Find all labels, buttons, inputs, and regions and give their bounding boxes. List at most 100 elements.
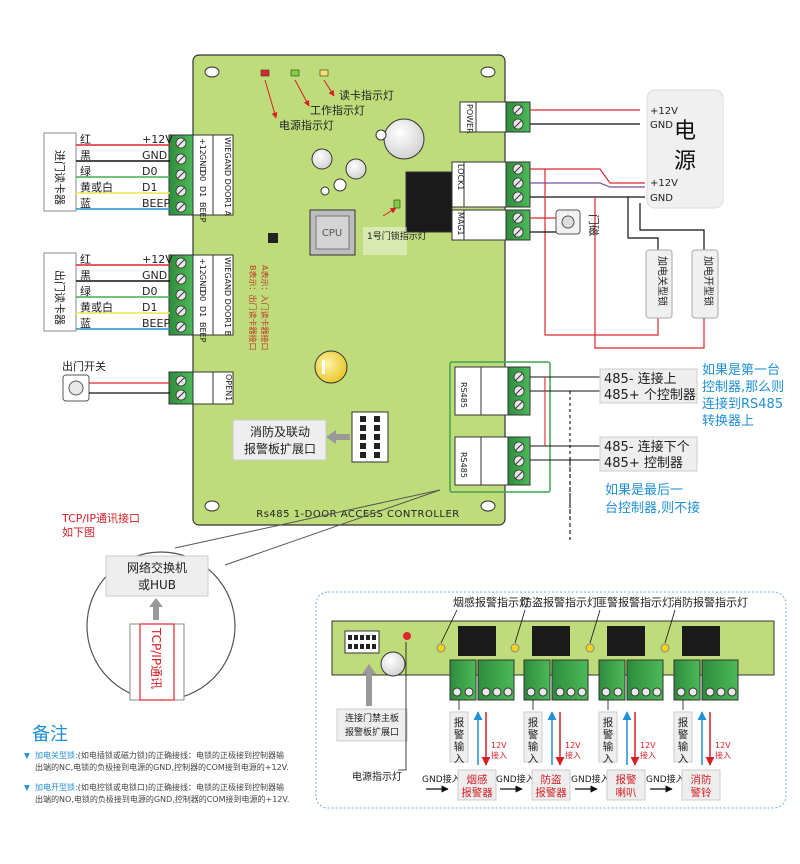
terminal-screw [503, 687, 513, 697]
alarm-input-char: 警 [528, 728, 539, 741]
alarm-device-box [606, 769, 646, 801]
header-pin [360, 434, 366, 440]
alarm-input-char: 报 [603, 716, 614, 729]
v12-label: 12V [715, 741, 731, 750]
terminal-screw [652, 687, 662, 697]
alarm-relay [532, 626, 570, 656]
svg-text:1号门锁指示灯: 1号门锁指示灯 [367, 230, 427, 242]
svg-text:OPEN1: OPEN1 [224, 374, 233, 401]
header-pin [360, 635, 364, 640]
svg-text:WIEGAND DOOR1 A: WIEGAND DOOR1 A [223, 137, 232, 217]
svg-text:RS485: RS485 [459, 382, 468, 408]
svg-text:LOCK1: LOCK1 [456, 164, 465, 190]
wire-signal-label: D0 [142, 285, 157, 298]
wire-color-label: 红 [80, 253, 91, 266]
svg-text:GND: GND [650, 193, 673, 204]
svg-text:▼: ▼ [24, 751, 30, 760]
wire-signal-label: GND [142, 149, 167, 162]
svg-text:出端的NC,电锁的负极接到电源的GND,控制器的COM接到电: 出端的NC,电锁的负极接到电源的GND,控制器的COM接到电源的+12V. [35, 762, 289, 772]
svg-text:CPU: CPU [322, 228, 342, 239]
alarm-input-box [673, 711, 693, 763]
header-pin [360, 425, 366, 431]
svg-text:485- 连接上: 485- 连接上 [604, 371, 677, 387]
pin-label: GND [198, 274, 207, 292]
wire-color-label: 绿 [80, 164, 91, 178]
rs485-lower-box: 485- 连接下个 485+ 控制器 [599, 436, 698, 472]
header-pin [372, 635, 376, 640]
alarm-input-char: 报 [678, 716, 689, 729]
alarm-indicator-led [585, 643, 595, 653]
alarm-indicator-led [436, 643, 446, 653]
alarm-indicator-led [660, 643, 670, 653]
lock-on-power: 加电关型锁 [645, 249, 673, 319]
terminal-screw [481, 687, 491, 697]
svg-text:消防及联动: 消防及联动 [250, 424, 310, 439]
svg-text:加电关型锁:(如电插锁或磁力锁)的正确接线：电锁的正极接到控: 加电关型锁:(如电插锁或磁力锁)的正确接线：电锁的正极接到控制器输 [35, 750, 284, 760]
alarm-input-char: 报 [454, 716, 465, 729]
read-led-label: 读卡指示灯 [339, 88, 394, 102]
alarm-device-label: 报警 [616, 773, 637, 786]
alarm-device-label: 警铃 [691, 786, 712, 799]
power-supply-label-1: 电 [674, 119, 696, 144]
mag-connector: MAG1 [451, 209, 531, 241]
out-reader-label: 出门读卡器 [53, 270, 67, 325]
rs485-connector-1: RS485 [454, 366, 531, 416]
wire-signal-label: +12V [142, 133, 173, 146]
controller-board: Rs485 1-DOOR ACCESS CONTROLLER CPU A表示：入… [192, 54, 506, 526]
note-a: A表示：入门读卡器接口 [260, 265, 270, 350]
power-led-label: 电源指示灯 [279, 118, 334, 132]
v12-label: 接入 [640, 750, 656, 760]
svg-text:WIEGAND DOOR1 B: WIEGAND DOOR1 B [223, 257, 232, 336]
svg-text:网络交换机: 网络交换机 [127, 560, 187, 575]
door-magnet[interactable]: 门磁 [530, 209, 601, 236]
power-connector: POWER [459, 101, 531, 134]
svg-text:▼: ▼ [24, 783, 30, 792]
alarm-relay [682, 626, 720, 656]
header-pin [366, 635, 370, 640]
alarm-device-label: 烟感 [467, 773, 488, 786]
pin-label: D0 [198, 290, 207, 301]
svg-text:连接门禁主板: 连接门禁主板 [345, 712, 399, 724]
wiegand-b-connector: WIEGAND DOOR1 B [168, 254, 234, 336]
svg-text:+12V: +12V [650, 178, 678, 189]
header-pin [354, 644, 358, 649]
exit-switch[interactable]: 出门开关 [62, 359, 170, 402]
cpu-chip: CPU [309, 209, 356, 256]
alarm-input-char: 入 [454, 753, 465, 765]
terminal-screw [688, 687, 698, 697]
lock-on-open: 加电开型锁 [691, 249, 719, 319]
wiegand-a-connector: WIEGAND DOOR1 A [168, 134, 234, 217]
terminal-screw [555, 687, 565, 697]
alarm-input-box [523, 711, 543, 763]
rs485-upper-box: 485- 连接上 485+ 个控制器 [599, 368, 698, 404]
wire-color-label: 黑 [80, 149, 91, 162]
wire-color-label: 蓝 [80, 317, 91, 330]
open-connector: OPEN1 [168, 371, 234, 405]
tcp-port-label: TCP/IP通讯 [149, 627, 163, 689]
svg-text:POWER: POWER [465, 104, 474, 134]
alarm-indicator-label: 防盗报警指示灯 [521, 595, 598, 609]
header-pin [366, 644, 370, 649]
wire-color-label: 黄或白 [80, 180, 113, 194]
gnd-label: GND接入 [646, 773, 685, 785]
alarm-device-label: 喇叭 [616, 787, 637, 799]
power-supply: 电 源 +12V GND +12V GND [530, 89, 724, 349]
alarm-device-box [457, 769, 497, 801]
terminal-screw [566, 687, 576, 697]
v12-label: 12V [565, 741, 581, 750]
svg-text:485+ 控制器: 485+ 控制器 [604, 456, 683, 471]
v12-label: 接入 [715, 750, 731, 760]
alarm-input-box [449, 711, 469, 763]
alarm-device-label: 报警器 [535, 786, 567, 799]
alarm-device-box [531, 769, 571, 801]
indicator-callouts [264, 79, 397, 217]
header-pin [374, 416, 380, 422]
alarm-indicator-led [510, 643, 520, 653]
terminal-screw [526, 687, 536, 697]
work-led-label: 工作指示灯 [310, 103, 365, 117]
fire-ext-header [351, 411, 389, 463]
wire-color-label: 黄或白 [80, 300, 113, 314]
alarm-relay [458, 626, 496, 656]
alarm-input-char: 输 [678, 740, 689, 753]
